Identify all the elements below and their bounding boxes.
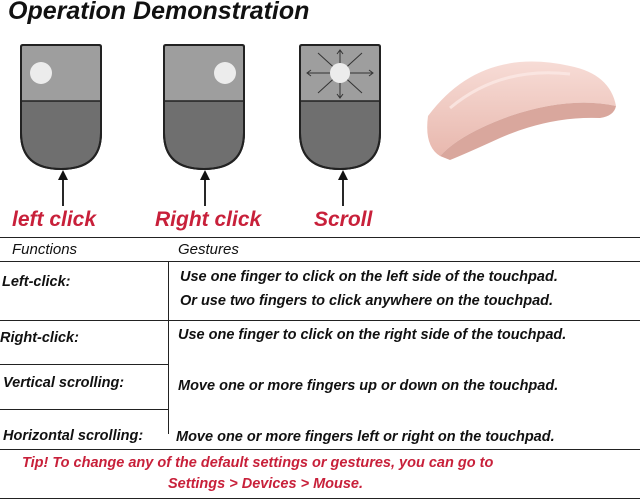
finger-dot-icon <box>214 62 236 84</box>
caption-left-click: left click <box>12 208 97 231</box>
gesture-left-click-1: Use one finger to click on the left side… <box>180 269 558 285</box>
caption-right-click: Right click <box>155 208 262 231</box>
tip-text-line1: Tip! To change any of the default settin… <box>22 455 494 471</box>
gesture-left-click-2: Or use two fingers to click anywhere on … <box>180 293 554 309</box>
up-arrow-icon <box>200 170 210 206</box>
page-title: Operation Demonstration <box>8 0 310 25</box>
touchpad-left-click-illustration <box>19 43 103 171</box>
function-horizontal-scrolling: Horizontal scrolling: <box>3 428 144 444</box>
caption-scroll: Scroll <box>314 208 373 231</box>
touchpad-right-click-illustration <box>162 43 246 171</box>
header-functions: Functions <box>12 241 78 258</box>
arc-mouse-image <box>427 61 616 160</box>
header-gestures: Gestures <box>178 241 239 258</box>
finger-dot-icon <box>330 63 350 83</box>
gesture-right-click: Use one finger to click on the right sid… <box>178 327 567 343</box>
function-vertical-scrolling: Vertical scrolling: <box>3 375 125 391</box>
gesture-horizontal-scrolling: Move one or more fingers left or right o… <box>176 429 555 445</box>
gesture-vertical-scrolling: Move one or more fingers up or down on t… <box>178 378 559 394</box>
function-left-click: Left-click: <box>2 274 71 290</box>
tip-text-line2: Settings > Devices > Mouse. <box>168 476 364 492</box>
function-right-click: Right-click: <box>0 330 79 346</box>
touchpad-scroll-illustration <box>298 43 382 171</box>
up-arrow-icon <box>338 170 348 206</box>
up-arrow-icon <box>58 170 68 206</box>
finger-dot-icon <box>30 62 52 84</box>
